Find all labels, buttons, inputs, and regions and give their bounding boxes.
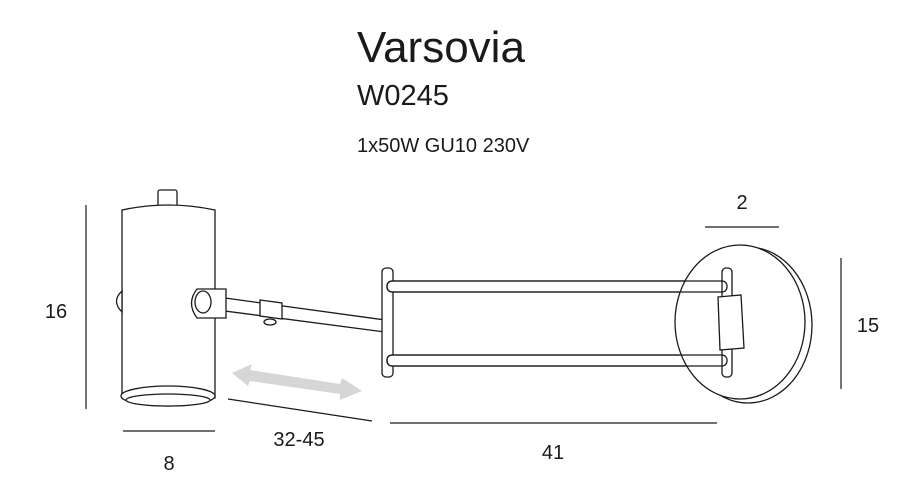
lamp-head	[115, 189, 216, 407]
wall-plate	[386, 244, 813, 404]
arm-length-label: 41	[542, 442, 564, 464]
product-spec: 1x50W GU10 230V	[357, 135, 530, 157]
product-model: W0245	[357, 80, 449, 112]
product-title: Varsovia	[357, 23, 525, 72]
plate-height-label: 15	[857, 315, 879, 337]
swing-arm	[190, 267, 728, 378]
extension-dimension-line	[227, 398, 373, 422]
width-label: 8	[163, 453, 174, 475]
plate-depth-label: 2	[736, 192, 747, 214]
height-label: 16	[45, 301, 67, 323]
extension-arrow-icon	[232, 364, 362, 400]
extension-label: 32-45	[273, 429, 324, 451]
